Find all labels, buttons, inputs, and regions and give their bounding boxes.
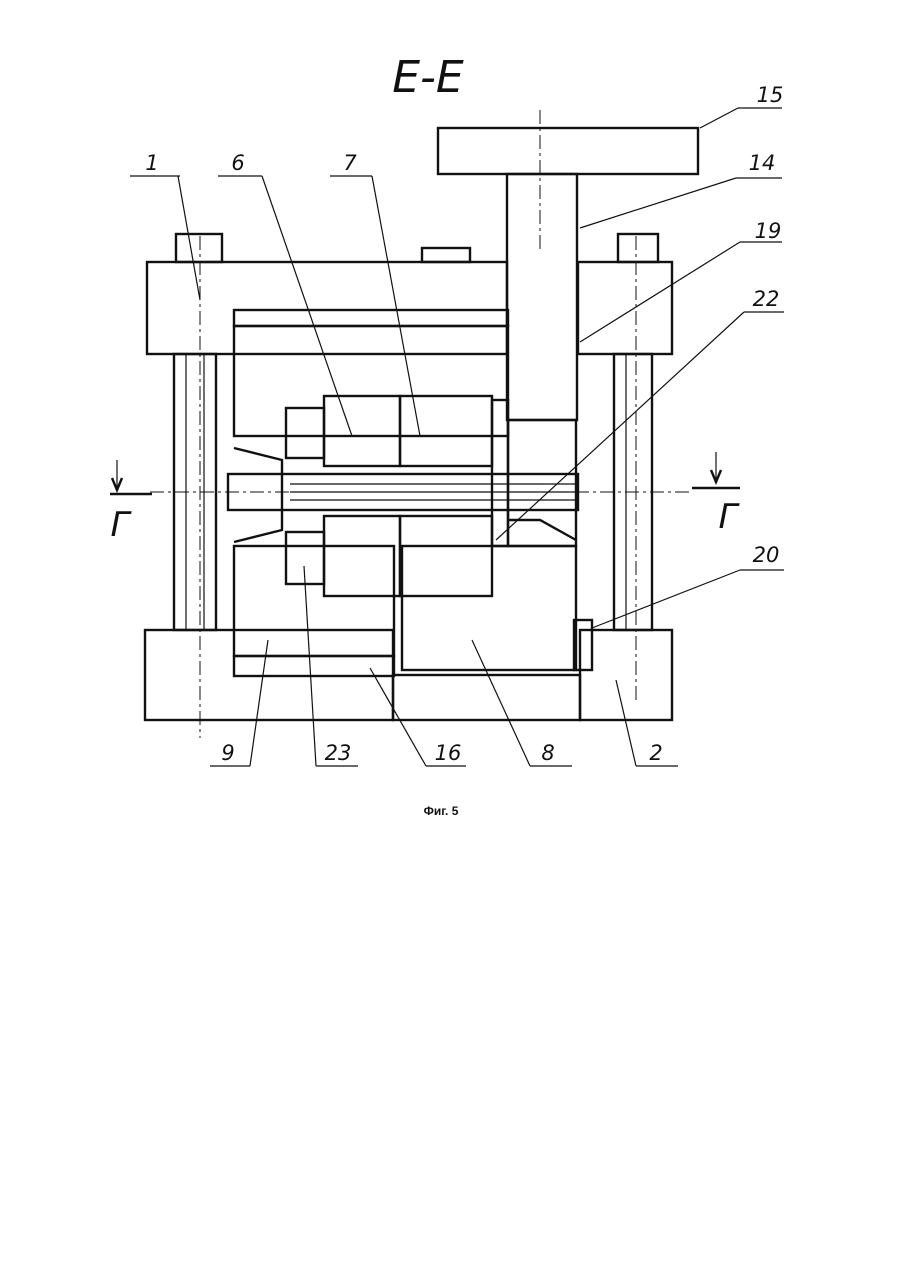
top-plate-right [578,262,672,354]
cut-label-left: Г [111,505,133,545]
slider-8 [402,546,576,670]
ring-6-lower [324,516,400,596]
top-plate-left [147,262,507,354]
stem-14 [507,174,577,420]
callout-2: 2 [649,741,662,765]
callout-1: 1 [145,151,158,175]
upper-body [234,326,508,436]
bottom-plate-gap [393,675,580,720]
callout-20: 20 [753,543,780,567]
callout-22: 22 [753,287,780,311]
lower-body-9 [234,546,394,656]
handle-bar-15 [438,128,698,174]
flange-23-upper [286,408,324,458]
ring-6-upper [324,396,400,466]
cut-marker-right [692,452,740,488]
callout-9: 9 [221,741,234,765]
figure-caption: Фиг. 5 [424,804,459,818]
section-title: Е-Е [392,52,464,103]
bore-exit [508,520,576,540]
bottom-liner-16 [234,656,394,676]
bolt-head-right [618,234,658,262]
bolt-head-left [176,234,222,262]
callout-23: 23 [325,741,352,765]
callout-7: 7 [343,151,357,175]
bottom-plate-right [580,630,672,720]
bore-entry [234,448,282,542]
callout-16: 16 [435,741,462,765]
ring-7-upper [400,396,492,466]
top-nut-center [422,248,470,262]
cut-marker-left [110,460,152,494]
ring-7-lower [400,516,492,596]
right-block [508,420,576,546]
callout-6: 6 [231,151,244,175]
callout-19: 19 [755,219,782,243]
cut-label-right: Г [719,497,741,537]
callout-8: 8 [541,741,554,765]
top-liner [234,310,508,326]
callout-15: 15 [757,83,784,107]
callout-14: 14 [749,151,776,175]
